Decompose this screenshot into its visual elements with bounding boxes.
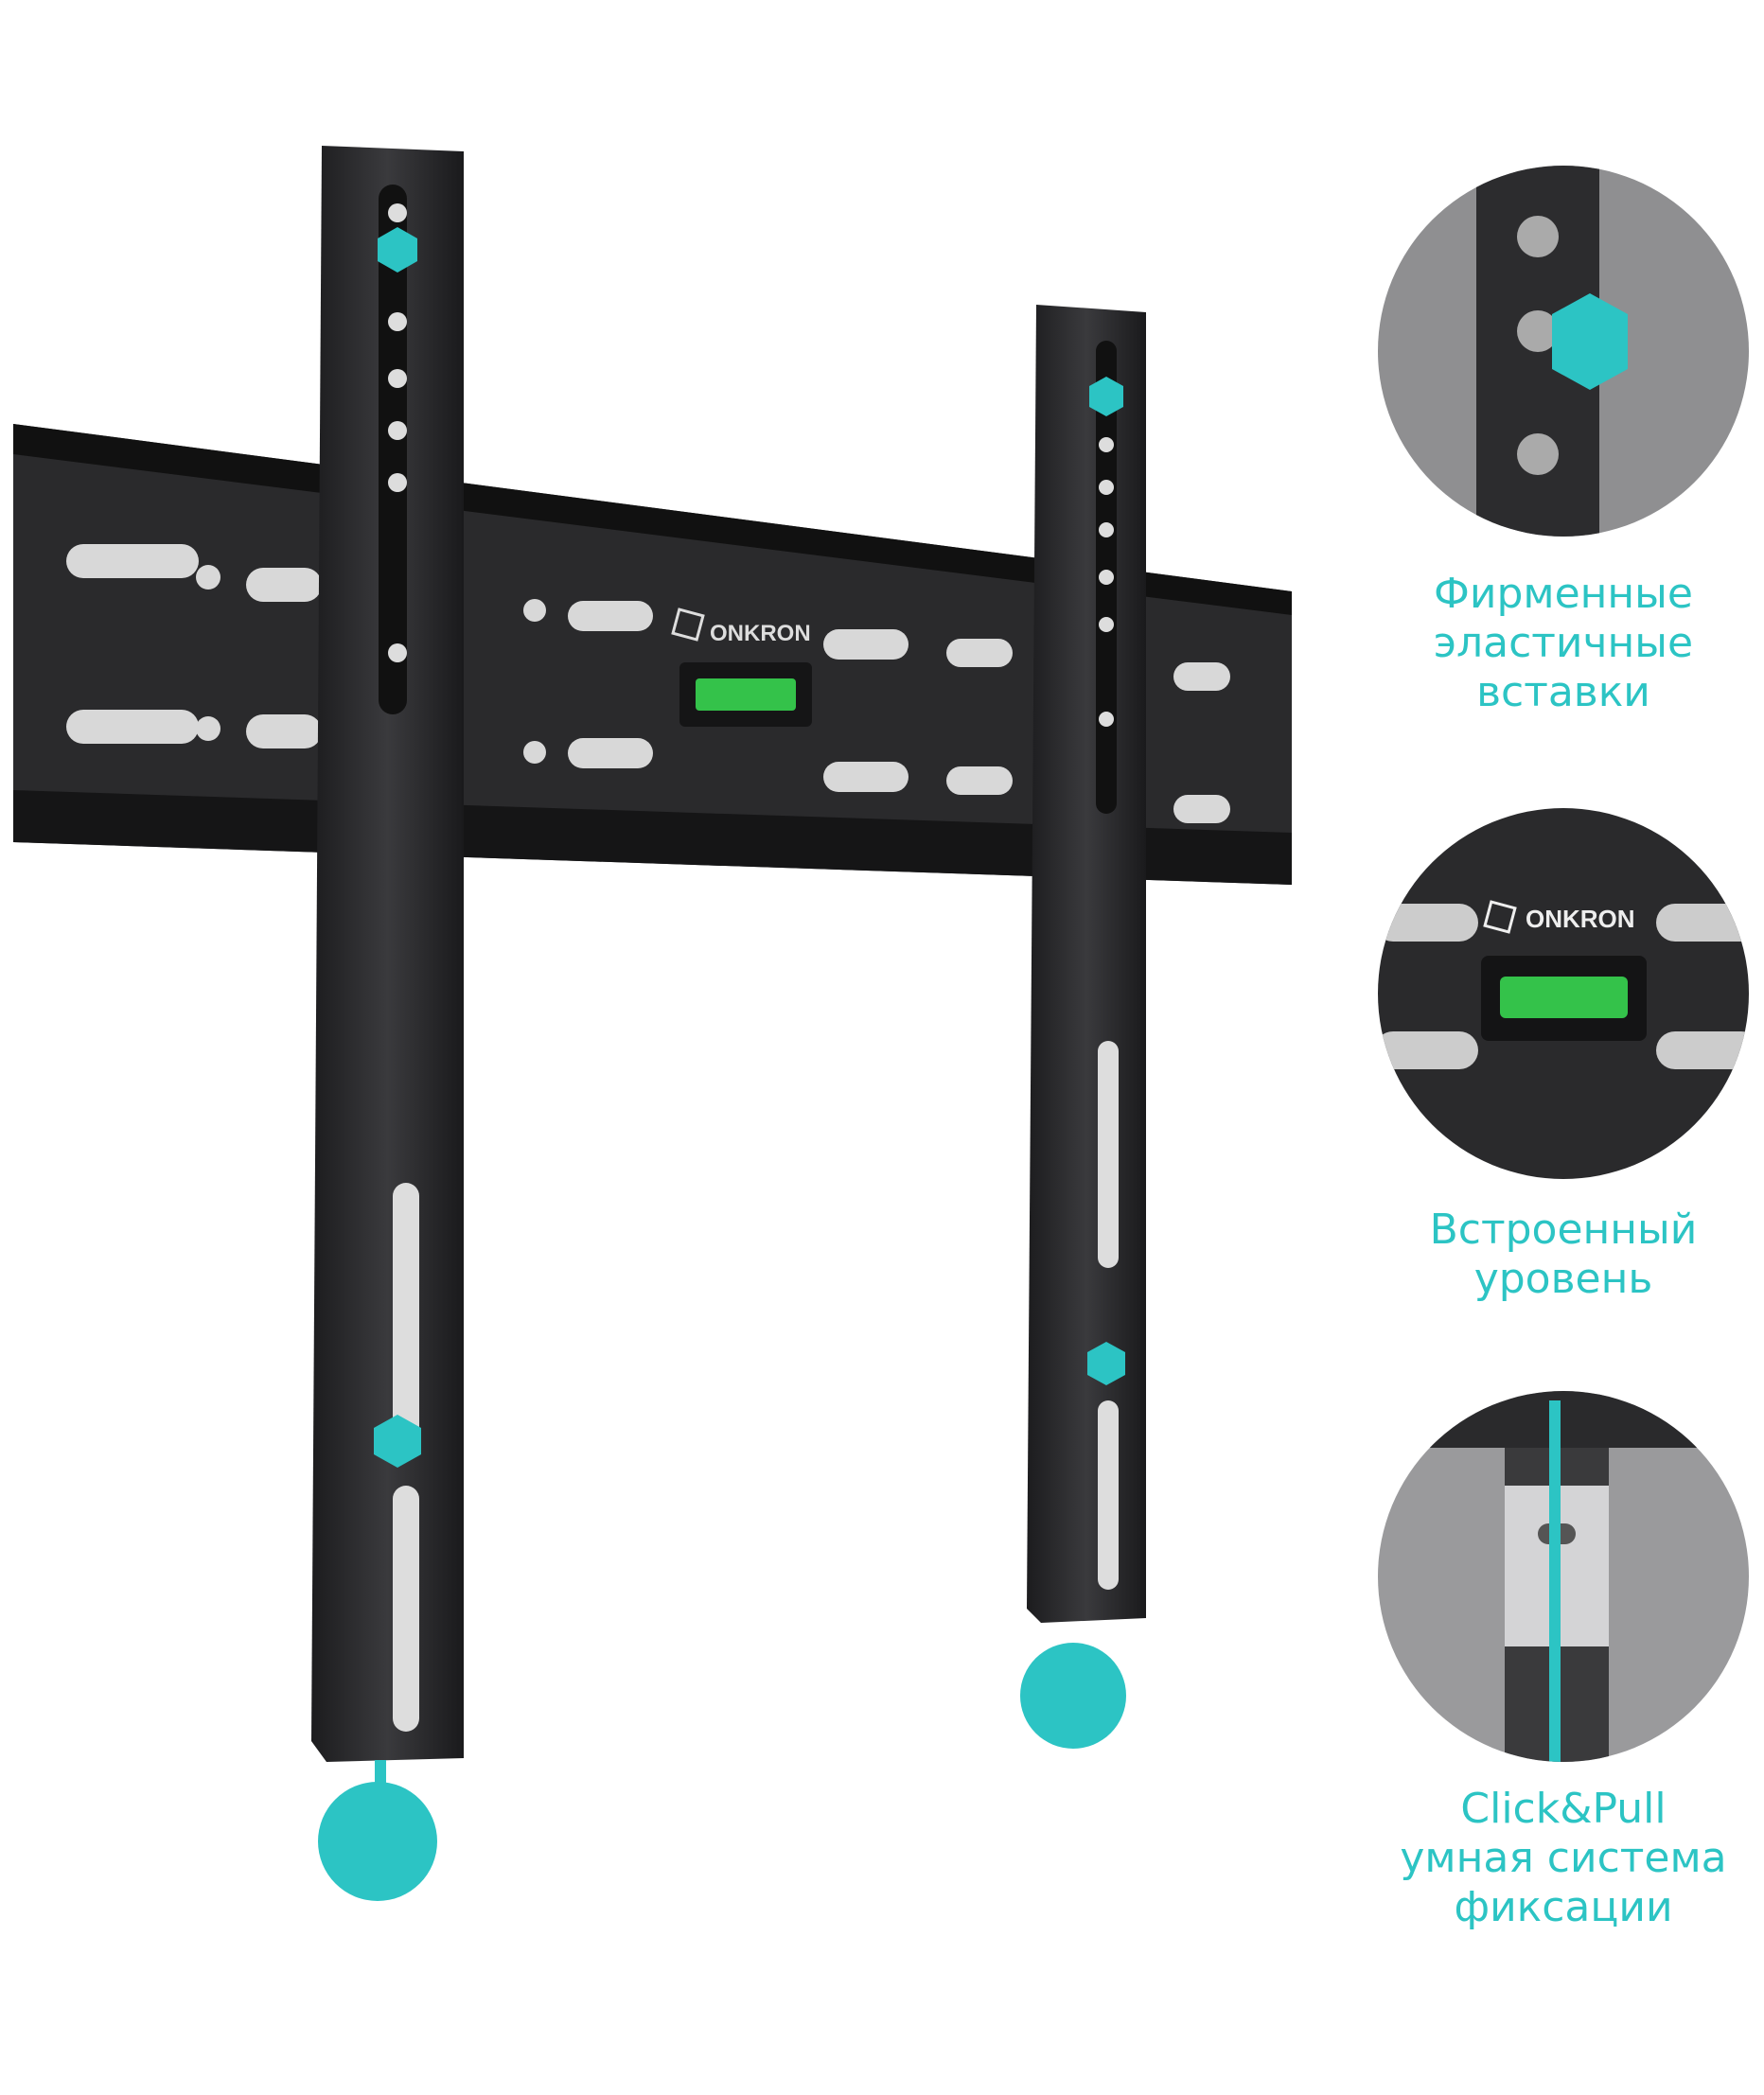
left-vertical-arm	[311, 146, 464, 1901]
svg-text:ONKRON: ONKRON	[1526, 905, 1635, 933]
feature-caption-click-pull: Click&Pull умная система фиксации	[1374, 1785, 1753, 1932]
svg-text:ONKRON: ONKRON	[710, 621, 811, 646]
onkron-logo: ONKRON	[671, 607, 811, 646]
detail-circle-click-pull	[1378, 1391, 1749, 1762]
feature-caption-inserts: Фирменные эластичные вставки	[1374, 570, 1753, 717]
caption-line: Фирменные	[1433, 570, 1693, 618]
right-vertical-arm	[1020, 305, 1146, 1749]
caption-line: эластичные	[1433, 619, 1694, 667]
elastic-insert-icon	[378, 227, 417, 273]
detail-circle-level: ONKRON	[1378, 808, 1749, 1179]
caption-line: Click&Pull	[1460, 1785, 1667, 1833]
caption-line: уровень	[1473, 1255, 1653, 1303]
caption-line: фиксации	[1454, 1883, 1673, 1931]
caption-line: умная система	[1400, 1834, 1727, 1882]
bubble-level-icon	[696, 678, 796, 711]
detail-circle-inserts	[1378, 166, 1749, 537]
caption-line: Встроенный	[1429, 1206, 1698, 1254]
feature-caption-level: Встроенный уровень	[1374, 1206, 1753, 1304]
elastic-insert-icon	[1089, 377, 1123, 416]
caption-line: вставки	[1476, 668, 1650, 716]
pull-tab-icon	[1020, 1643, 1126, 1749]
pull-tab-icon	[318, 1782, 437, 1901]
elastic-insert-icon	[374, 1415, 421, 1468]
elastic-insert-icon	[1087, 1342, 1125, 1385]
